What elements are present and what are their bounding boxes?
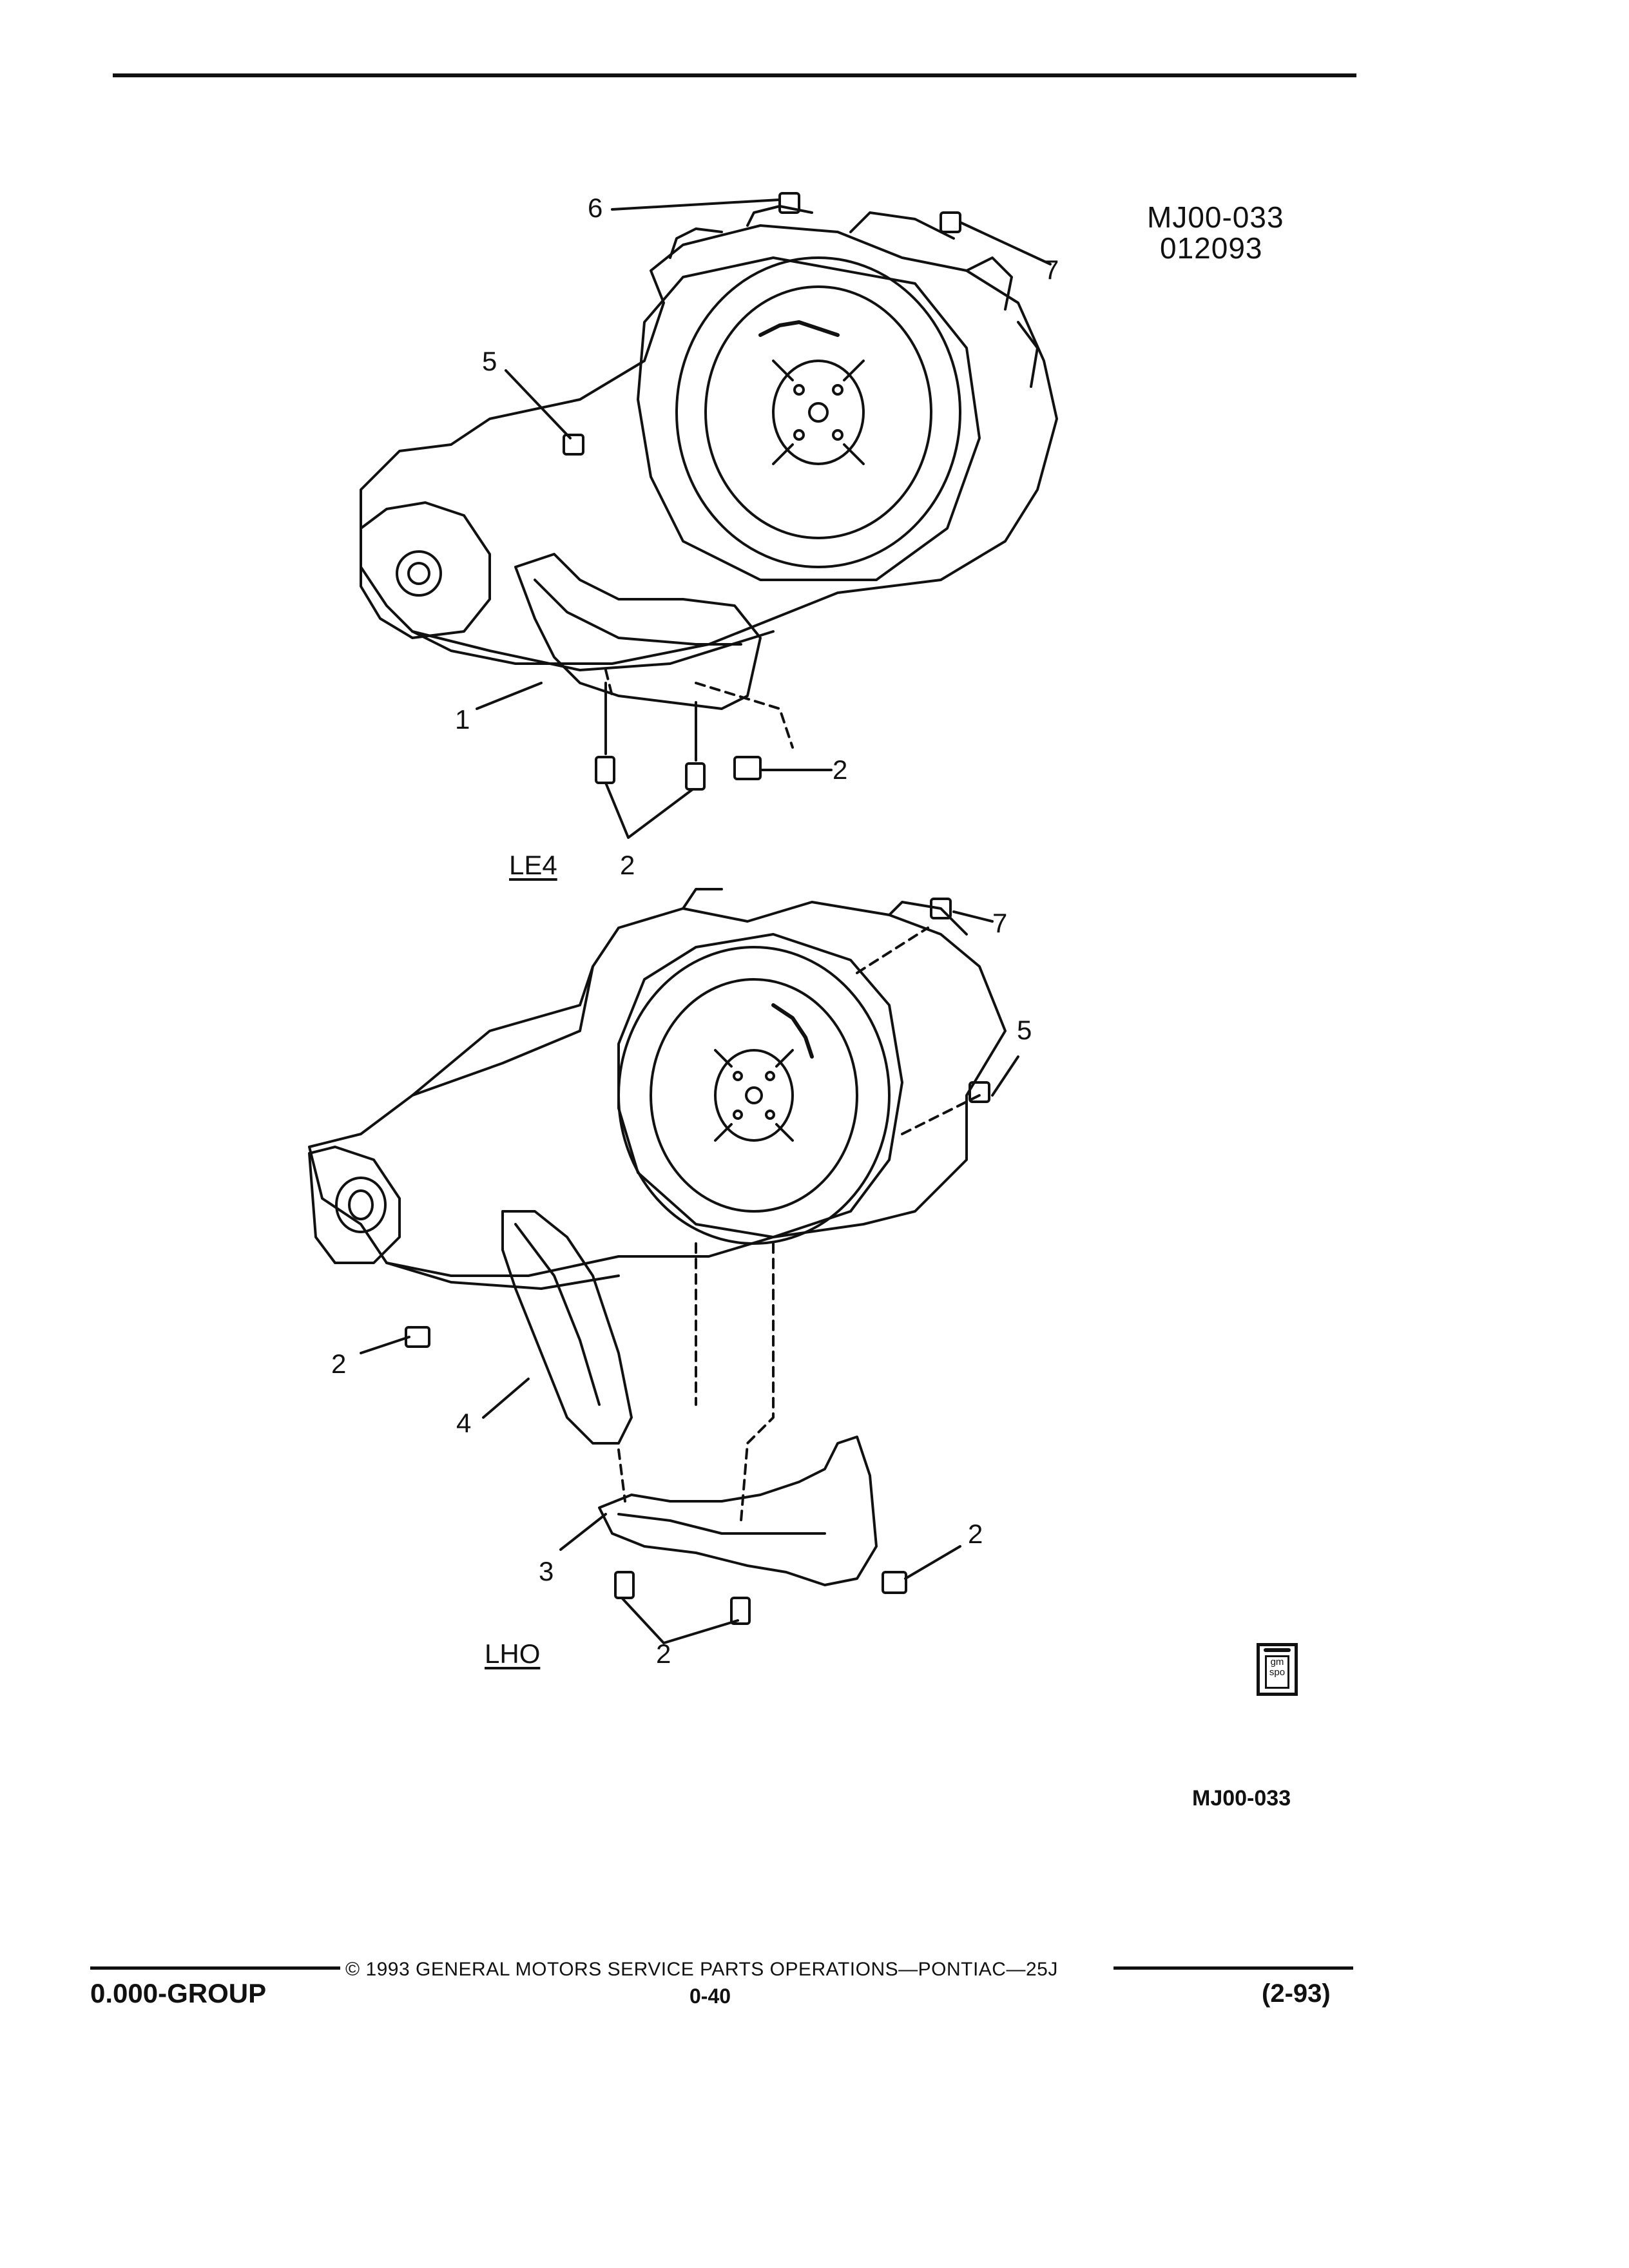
footer-date: (2-93) [1262, 1979, 1331, 2008]
callout-2: 2 [620, 850, 635, 880]
callout-4: 4 [456, 1408, 472, 1438]
callout-1: 1 [455, 704, 470, 735]
footer-page-number: 0-40 [689, 1984, 731, 2008]
figure-date-code: 012093 [1160, 231, 1263, 265]
callout-3: 3 [539, 1556, 554, 1586]
footer-rule-right [1113, 1966, 1353, 1970]
callout-5: 5 [1017, 1015, 1032, 1045]
footer-rule-left [90, 1966, 340, 1970]
le4-transmission-illustration [360, 192, 1058, 839]
figure-ref-code: MJ00-033 [1147, 200, 1284, 234]
top-rule [113, 73, 1356, 77]
callout-2: 2 [331, 1349, 347, 1379]
callout-6: 6 [588, 193, 603, 223]
badge-text-gm: gm [1270, 1657, 1284, 1667]
callout-5: 5 [482, 346, 497, 376]
badge-text-spo: spo [1269, 1667, 1286, 1678]
callout-7: 7 [992, 908, 1008, 938]
footer-copyright: © 1993 GENERAL MOTORS SERVICE PARTS OPER… [345, 1959, 1058, 1980]
variant-label-le4: LE4 [509, 850, 557, 880]
gm-spo-logo-icon: gm spo [1257, 1643, 1298, 1696]
lho-transmission-illustration [308, 888, 1019, 1644]
callout-2: 2 [656, 1639, 671, 1669]
footer-group-label: 0.000-GROUP [90, 1978, 267, 2008]
callout-2: 2 [968, 1519, 983, 1549]
figure-ref-code-bottom: MJ00-033 [1192, 1786, 1291, 1811]
callout-7: 7 [1044, 255, 1059, 285]
variant-label-lho: LHO [485, 1639, 541, 1669]
callout-2: 2 [833, 754, 848, 785]
